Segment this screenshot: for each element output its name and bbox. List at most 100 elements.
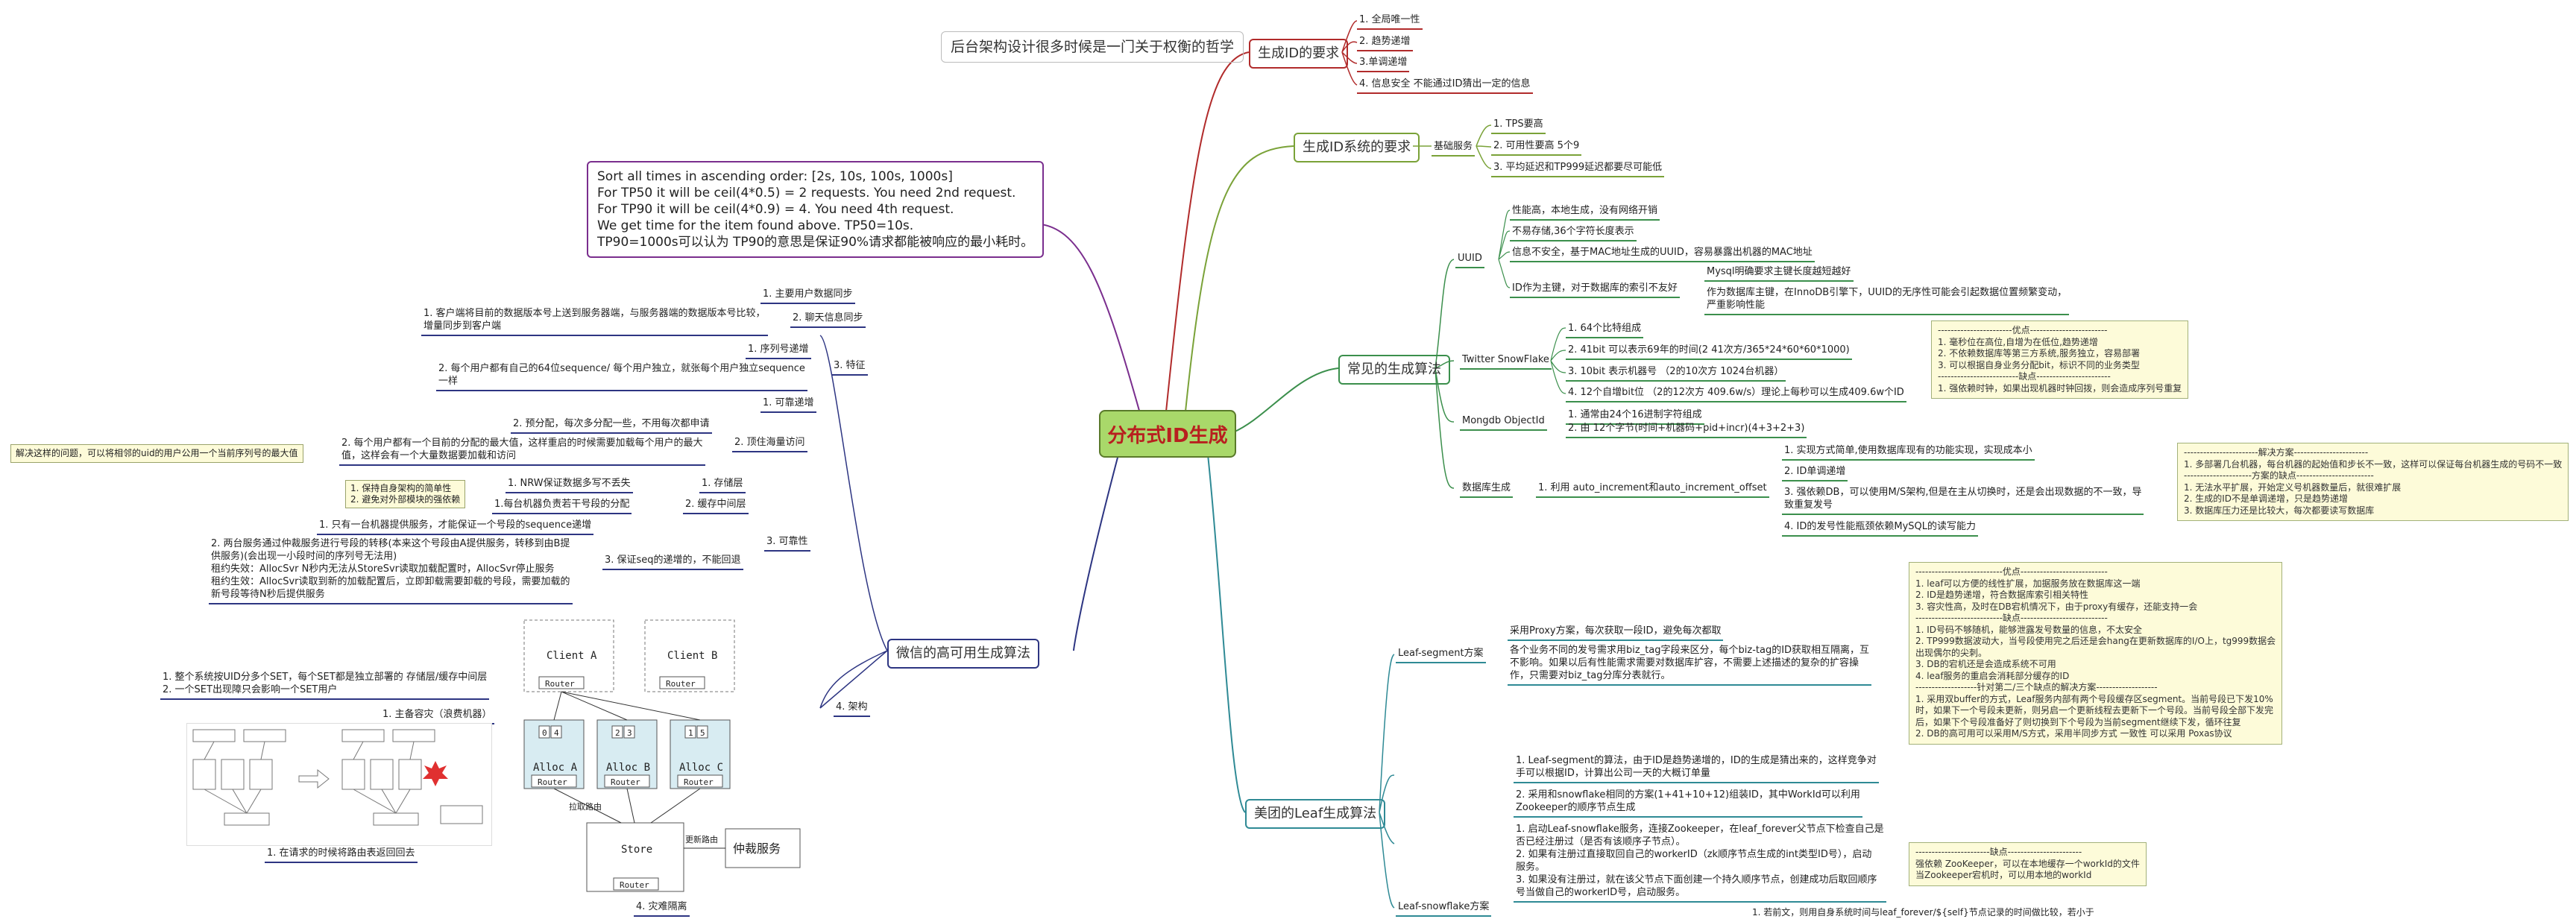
sys-topic[interactable]: 生成ID系统的要求 <box>1294 133 1420 162</box>
wechat-s2: 2. 聊天信息同步 <box>790 312 866 328</box>
leaf-snowflake-steps: 1. 启动Leaf-snowflake服务，连接Zookeeper，在leaf_… <box>1514 823 1886 903</box>
snowflake-note: -----------------------优点---------------… <box>1931 320 2189 399</box>
diag-router-1: Router <box>545 679 575 689</box>
wechat-arch: 4. 架构 <box>834 701 870 717</box>
arch-side-note: 解决这样的问题，可以将相邻的uid的用户公用一个当前序列号的最大值 <box>10 444 303 463</box>
arch-f-parent: 2. 缓存中间层 <box>683 498 749 514</box>
arch-g: 1. 只有一台机器提供服务，才能保证一个号段的sequence递增 <box>317 519 594 535</box>
diag-store: Store <box>621 844 652 856</box>
req-item-2: 2. 趋势递增 <box>1357 35 1413 51</box>
diag-alloc-a: Alloc A <box>533 762 578 774</box>
uuid-item-1: 性能高，本地生成，没有网络开销 <box>1510 204 1660 221</box>
leaf-algo-1: 1. Leaf-segment的算法，由于ID是趋势递增的，ID的生成是猜出来的… <box>1514 754 1879 783</box>
diag-alloc-b: Alloc B <box>606 762 650 774</box>
diag-num-a1: 4 <box>554 728 559 738</box>
tp-line-3: For TP90 it will be ceil(4*0.9) = 4. You… <box>597 202 954 217</box>
tp-line-5: TP90=1000s可以认为 TP90的意思是保证90%请求都能被响应的最小耗时… <box>597 235 1034 250</box>
uuid-pk: ID作为主键，对于数据库的索引不友好 <box>1510 282 1680 298</box>
wechat-s1: 1. 主要用户数据同步 <box>760 288 855 304</box>
db-item-4: 4. ID的发号性能瓶颈依赖MySQL的读写能力 <box>1782 520 1979 537</box>
req-item-3: 3.单调递增 <box>1357 56 1410 72</box>
leaf-segment-note: ---------------------------优点-----------… <box>1909 562 2283 745</box>
uuid-item-3: 信息不安全，基于MAC地址生成的UUID，容易暴露出机器的MAC地址 <box>1510 246 1815 262</box>
req-item-4: 4. 信息安全 不能通过ID猜出一定的信息 <box>1357 78 1533 94</box>
diag-arbiter: 仲裁服务 <box>733 841 781 856</box>
diag-router-5: Router <box>684 777 714 787</box>
req-item-1: 1. 全局唯一性 <box>1357 13 1423 30</box>
diag-num-c0: 1 <box>688 728 693 738</box>
diag-update-route: 更新路由 <box>685 834 718 844</box>
tp-line-4: We get time for the item found above. TP… <box>597 218 914 233</box>
arch-c-parent: 2. 顶住海量访问 <box>732 436 807 452</box>
diag-pull-route: 拉取路由 <box>569 801 602 812</box>
wechat-s2-item: 1. 客户端将目前的数据版本号上送到服务器端，与服务器端的数据版本号比较， 增量… <box>421 307 768 336</box>
leaf-algo-2: 2. 采用和snowflake相同的方案(1+41+10+12)组装ID，其中W… <box>1514 789 1862 818</box>
uuid-node: UUID <box>1455 252 1484 268</box>
diag-router-2: Router <box>666 679 696 689</box>
leaf-segment-node: Leaf-segment方案 <box>1396 647 1486 663</box>
arch-d: 1. NRW保证数据多写不丢失 <box>506 477 633 493</box>
leaf-snowflake-more: 1. 若前文，则用自身系统时间与leaf_forever/${self}节点记录… <box>1752 907 2094 918</box>
diag-num-c1: 5 <box>700 728 705 738</box>
philosophy-note: 后台架构设计很多时候是一门关于权衡的哲学 <box>941 31 1244 63</box>
mongo-node: Mongdb ObjectId <box>1460 414 1547 431</box>
tp-box: Sort all times in ascending order: [2s, … <box>587 161 1045 258</box>
tp-line-1: Sort all times in ascending order: [2s, … <box>597 169 953 184</box>
db-node: 数据库生成 <box>1460 481 1514 498</box>
snowflake-item-1: 1. 64个比特组成 <box>1566 322 1644 338</box>
wechat-s3: 3. 特征 <box>831 359 868 376</box>
arch-master: 1. 主备容灾（浪费机器） <box>380 708 494 724</box>
leaf-snowflake-node: Leaf-snowflake方案 <box>1396 900 1492 917</box>
leaf-segment-item-2: 各个业务不同的发号需求用biz_tag字段来区分，每个biz-tag的ID获取相… <box>1508 644 1872 686</box>
db-item-1: 1. 实现方式简单,使用数据库现有的功能实现，实现成本小 <box>1782 444 2035 461</box>
meituan-topic[interactable]: 美团的Leaf生成算法 <box>1245 799 1386 829</box>
central-topic[interactable]: 分布式ID生成 <box>1099 410 1236 458</box>
db-note: -----------------------解决方案-------------… <box>2177 443 2569 521</box>
arch-a: 1. 可靠递增 <box>760 397 816 413</box>
sys-item-2: 2. 可用性要高 5个9 <box>1491 139 1582 156</box>
arch-d-parent: 1. 存储层 <box>699 477 746 493</box>
common-topic[interactable]: 常见的生成算法 <box>1338 355 1450 385</box>
master-slave-svg <box>192 729 483 826</box>
uuid-pk-item-2: 作为数据库主键，在InnoDB引擎下，UUID的无序性可能会引起数据位置频繁变动… <box>1704 286 2070 315</box>
wechat-s3-b: 2. 每个用户都有自己的64位sequence/ 每个用户独立，就张每个用户独立… <box>436 362 807 391</box>
snowflake-item-3: 3. 10bit 表示机器号 （2的10次方 1024台机器） <box>1566 365 1786 382</box>
arch-diagram: Client A Client B Alloc A Alloc B Alloc … <box>517 614 811 896</box>
diag-alloc-c: Alloc C <box>679 762 723 774</box>
wechat-topic[interactable]: 微信的高可用生成算法 <box>887 639 1039 669</box>
arch-reliability: 3. 可靠性 <box>764 535 810 552</box>
leaf-snowflake-note: -----------------------缺点---------------… <box>1909 842 2147 886</box>
arch-h-parent: 3. 保证seq的递增的，不能回退 <box>602 554 743 570</box>
uuid-pk-item-1: Mysql明确要求主键长度越短越好 <box>1704 265 1854 282</box>
arch-h: 2. 两台服务通过仲裁服务进行号段的转移(本来这个号段由A提供服务，转移到由B提… <box>209 537 573 604</box>
diag-client-a: Client A <box>547 650 597 662</box>
wechat-s3-a: 1. 序列号递增 <box>746 343 811 359</box>
uuid-item-2: 不易存储,36个字符长度表示 <box>1510 225 1637 241</box>
arch-b: 2. 预分配，每次多分配一些，不用每次都申请 <box>511 417 712 434</box>
diag-router-6: Router <box>620 880 649 890</box>
diag-num-a0: 0 <box>542 728 547 738</box>
diag-router-4: Router <box>611 777 640 787</box>
arch-set: 1. 整个系统按UID分多个SET，每个SET都是独立部署的 存储层/缓存中间层… <box>160 671 490 700</box>
db-item-3: 3. 强依赖DB，可以使用M/S架构,但是在主从切换时，还是会出现数据的不一致，… <box>1782 486 2144 515</box>
leaf-segment-item-1: 采用Proxy方案，每次获取一段ID，避免每次都取 <box>1508 625 1724 641</box>
diag-num-b1: 3 <box>627 728 632 738</box>
req-topic[interactable]: 生成ID的要求 <box>1249 39 1349 69</box>
mongo-item-1: 1. 通常由24个16进制字符组成 <box>1566 408 1704 425</box>
db-item-2: 2. ID单调递增 <box>1782 465 1848 481</box>
snowflake-node: Twitter SnowFlake <box>1460 353 1552 370</box>
arch-f: 1.每台机器负责若干号段的分配 <box>492 498 632 514</box>
arch-dr: 4. 灾难隔离 <box>634 900 690 917</box>
arch-c: 2. 每个用户都有一个目前的分配的最大值，这样重启的时候需要加载每个用户的最大 … <box>339 437 705 466</box>
diag-router-3: Router <box>538 777 567 787</box>
arch-diagram-svg: Client A Client B Alloc A Alloc B Alloc … <box>523 619 801 892</box>
tp-line-2: For TP50 it will be ceil(4*0.5) = 2 requ… <box>597 186 1016 200</box>
db-mid: 1. 利用 auto_increment和auto_increment_offs… <box>1536 481 1769 498</box>
snowflake-item-2: 2. 41bit 可以表示69年的时间(2 41次方/365*24*60*60*… <box>1566 344 1852 360</box>
snowflake-item-4: 4. 12个自增bit位 （2的12次方 409.6w/s）理论上每秒可以生成4… <box>1566 386 1906 402</box>
master-slave-diagram <box>186 723 492 846</box>
diag-client-b: Client B <box>667 650 717 662</box>
mongo-item-2: 2. 由 12个字节(时间+机器码+pid+incr)(4+3+2+3) <box>1566 422 1807 438</box>
sys-basic-service: 基础服务 <box>1432 140 1476 157</box>
